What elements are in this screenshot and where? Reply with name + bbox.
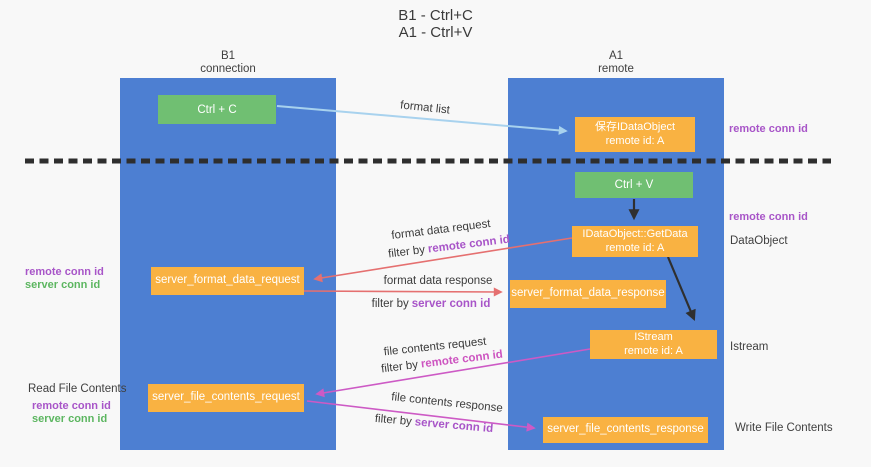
lifeline-header-b1: B1 connection	[120, 50, 336, 76]
idataobject-getdata-box: IDataObject::GetData remote id: A	[572, 226, 698, 257]
file-contents-response-label: file contents response	[390, 391, 504, 415]
idataobject-getdata-line2: remote id: A	[605, 241, 665, 254]
server-format-data-request-label: server_format_data_request	[155, 274, 300, 287]
format-request-conn-ids-annotation: remote conn id server conn id	[25, 266, 104, 292]
remote-conn-id-annotation-top: remote conn id	[729, 123, 808, 135]
save-idataobject-box: 保存IDataObject remote id: A	[575, 117, 695, 152]
filter-by-text: filter by	[374, 412, 413, 429]
server-conn-id-text: server conn id	[414, 416, 494, 436]
server-file-contents-request-box: server_file_contents_request	[148, 384, 304, 412]
read-file-contents-annotation: Read File Contents	[28, 383, 127, 395]
lifeline-b1-role: connection	[200, 63, 256, 75]
remote-conn-id-annotation-mid: remote conn id	[729, 211, 808, 223]
filter-by-text: filter by	[387, 243, 426, 261]
save-idataobject-line2: remote id: A	[605, 134, 665, 147]
lifeline-a1-name: A1	[608, 50, 624, 62]
istream-box: IStream remote id: A	[590, 330, 717, 359]
lifeline-a1-role: remote	[598, 63, 634, 75]
server-conn-id-text: server conn id	[25, 279, 101, 291]
ctrl-c-label: Ctrl + C	[197, 103, 237, 116]
server-format-data-request-box: server_format_data_request	[151, 267, 304, 295]
write-file-contents-annotation: Write File Contents	[735, 422, 833, 434]
lifeline-header-a1: A1 remote	[508, 50, 724, 76]
ctrl-c-box: Ctrl + C	[158, 95, 276, 124]
format-list-label: format list	[399, 99, 451, 117]
filter-by-text: filter by	[380, 358, 419, 376]
remote-conn-id-text: remote conn id	[427, 233, 511, 256]
format-data-response-label: format data response	[383, 275, 493, 287]
filter-by-text: filter by	[371, 298, 409, 310]
diagram-title: B1 - Ctrl+C A1 - Ctrl+V	[0, 7, 871, 41]
server-file-contents-response-label: server_file_contents_response	[547, 423, 704, 436]
istream-line1: IStream	[634, 331, 673, 343]
server-conn-id-text: server conn id	[32, 413, 108, 425]
save-idataobject-line1: 保存IDataObject	[594, 121, 676, 133]
server-format-data-response-label: server_format_data_response	[511, 287, 665, 300]
server-file-contents-request-label: server_file_contents_request	[152, 391, 300, 404]
istream-line2: remote id: A	[624, 344, 683, 357]
istream-annotation: Istream	[730, 341, 769, 353]
title-line-1: B1 - Ctrl+C	[398, 7, 473, 24]
server-format-data-response-box: server_format_data_response	[510, 280, 666, 308]
remote-conn-id-text: remote conn id	[25, 266, 104, 278]
server-file-contents-response-box: server_file_contents_response	[543, 417, 708, 443]
title-line-2: A1 - Ctrl+V	[398, 24, 473, 41]
ctrl-v-box: Ctrl + V	[575, 172, 693, 198]
dataobject-annotation: DataObject	[730, 235, 788, 247]
remote-conn-id-text: remote conn id	[32, 400, 111, 412]
server-conn-id-text: server conn id	[411, 298, 491, 310]
lifeline-b1-name: B1	[220, 50, 236, 62]
ctrl-v-label: Ctrl + V	[614, 179, 654, 191]
idataobject-getdata-line1: IDataObject::GetData	[582, 228, 688, 240]
file-request-conn-ids-annotation: remote conn id server conn id	[32, 400, 111, 426]
